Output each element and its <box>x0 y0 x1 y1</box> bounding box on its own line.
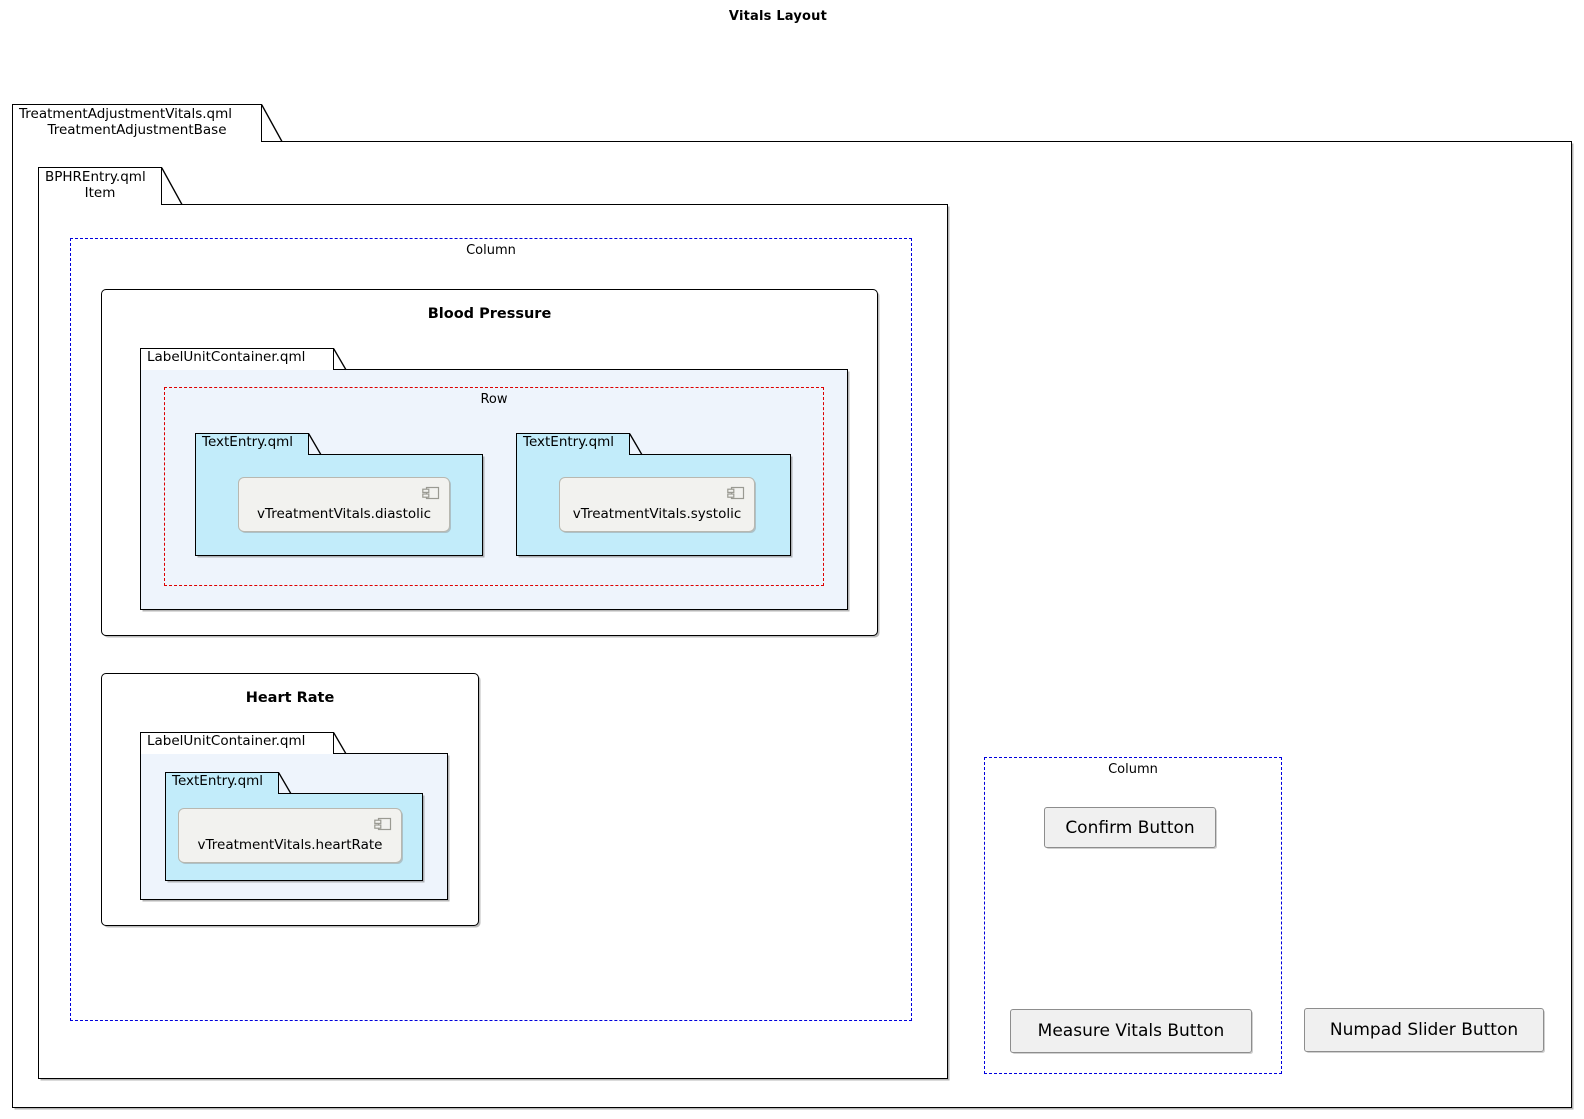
package-file-label: TextEntry.qml <box>202 434 294 450</box>
package-bphr-entry: BPHREntry.qml Item Column Blood Pressure… <box>38 167 948 1079</box>
package-type-label: TreatmentAdjustmentBase <box>47 121 227 138</box>
package-tab-dogear-treatment-adjustment-vitals <box>261 104 283 143</box>
package-file-label: TextEntry.qml <box>523 434 615 450</box>
package-tab-label-unit-container: LabelUnitContainer.qml <box>140 348 334 370</box>
component-heart-rate[interactable]: vTreatmentVitals.heartRate <box>178 808 402 863</box>
package-text-entry-heart-rate: TextEntry.qml <box>165 772 423 881</box>
package-tab-text-entry: TextEntry.qml <box>195 433 309 455</box>
package-type-label: Item <box>84 184 116 201</box>
section-blood-pressure: Blood Pressure LabelUnitContainer.qml <box>101 289 878 636</box>
uml-component-icon <box>422 485 440 504</box>
package-file-label: BPHREntry.qml <box>45 169 146 185</box>
package-tab-bphr-entry: BPHREntry.qml Item <box>38 167 162 205</box>
measure-vitals-button-label: Measure Vitals Button <box>1037 1021 1225 1041</box>
section-title: Heart Rate <box>245 690 335 706</box>
package-tab-label-unit-container: LabelUnitContainer.qml <box>140 732 334 754</box>
package-file-label: TreatmentAdjustmentVitals.qml <box>19 106 233 122</box>
package-treatment-adjustment-vitals: TreatmentAdjustmentVitals.qml TreatmentA… <box>12 104 1572 1108</box>
package-tab-text-entry: TextEntry.qml <box>165 772 279 794</box>
package-file-label: LabelUnitContainer.qml <box>147 733 306 749</box>
confirm-button-label: Confirm Button <box>1065 817 1195 838</box>
package-text-entry-systolic: TextEntry.qml <box>516 433 791 556</box>
section-heart-rate: Heart Rate LabelUnitContainer.qml <box>101 673 479 926</box>
group-column-buttons: Column Confirm Button Measure Vitals But… <box>984 757 1282 1074</box>
package-label-unit-container-hr: LabelUnitContainer.qml TextEntry.qml <box>140 732 448 900</box>
package-label-unit-container-bp: LabelUnitContainer.qml Row <box>140 348 848 610</box>
component-systolic[interactable]: vTreatmentVitals.systolic <box>559 477 755 532</box>
uml-component-icon <box>727 485 745 504</box>
group-label: Row <box>480 392 508 407</box>
section-title: Blood Pressure <box>427 306 552 322</box>
package-tab-dogear-text-entry <box>629 433 643 456</box>
package-tab-dogear-text-entry <box>278 772 292 795</box>
group-label: Column <box>1108 762 1158 777</box>
component-label: vTreatmentVitals.systolic <box>572 506 742 522</box>
page-title: Vitals Layout <box>728 9 828 24</box>
package-text-entry-diastolic: TextEntry.qml <box>195 433 483 556</box>
group-row-blood-pressure: Row TextEntry.qml <box>164 387 824 586</box>
package-tab-dogear-text-entry <box>308 433 322 456</box>
uml-component-icon <box>374 816 392 835</box>
package-tab-dogear-label-unit-container <box>333 348 347 371</box>
package-tab-text-entry: TextEntry.qml <box>516 433 630 455</box>
package-tab-treatment-adjustment-vitals: TreatmentAdjustmentVitals.qml TreatmentA… <box>12 104 262 142</box>
numpad-slider-button-label: Numpad Slider Button <box>1329 1020 1519 1040</box>
package-tab-dogear-bphr-entry <box>161 167 183 206</box>
group-label: Column <box>466 243 516 258</box>
confirm-button[interactable]: Confirm Button <box>1044 807 1216 848</box>
component-diastolic[interactable]: vTreatmentVitals.diastolic <box>238 477 450 532</box>
package-file-label: LabelUnitContainer.qml <box>147 349 306 365</box>
package-tab-dogear-label-unit-container <box>333 732 347 755</box>
component-label: vTreatmentVitals.heartRate <box>197 837 383 853</box>
measure-vitals-button[interactable]: Measure Vitals Button <box>1010 1009 1252 1053</box>
group-column-vitals: Column Blood Pressure LabelUnitContainer… <box>70 238 912 1021</box>
component-label: vTreatmentVitals.diastolic <box>256 506 432 522</box>
package-file-label: TextEntry.qml <box>172 773 264 789</box>
numpad-slider-button[interactable]: Numpad Slider Button <box>1304 1008 1544 1052</box>
